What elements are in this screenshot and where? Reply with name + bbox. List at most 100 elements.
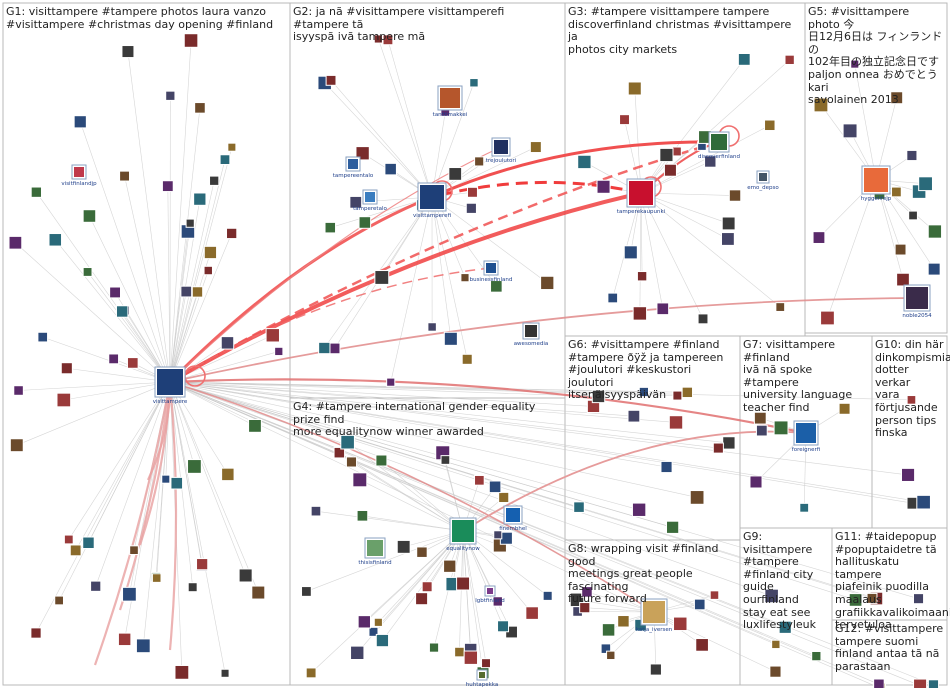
node[interactable] — [56, 392, 72, 408]
node[interactable] — [811, 650, 822, 662]
node[interactable] — [183, 33, 199, 48]
node[interactable] — [896, 272, 910, 287]
node[interactable] — [474, 156, 485, 167]
node[interactable] — [350, 645, 365, 661]
node[interactable] — [916, 494, 931, 510]
node[interactable] — [310, 505, 322, 517]
node[interactable] — [721, 216, 736, 231]
node[interactable] — [728, 189, 742, 202]
node[interactable] — [318, 341, 331, 355]
node[interactable] — [48, 233, 63, 247]
node[interactable] — [443, 331, 458, 346]
node[interactable] — [481, 658, 491, 669]
node[interactable] — [194, 102, 206, 114]
node[interactable] — [30, 186, 43, 198]
node[interactable] — [488, 480, 502, 494]
node[interactable] — [69, 544, 82, 557]
node[interactable] — [764, 588, 779, 604]
node[interactable] — [764, 119, 776, 132]
node[interactable] — [358, 216, 372, 229]
node[interactable] — [324, 221, 337, 234]
node[interactable] — [927, 262, 941, 276]
node[interactable] — [219, 154, 231, 166]
node[interactable] — [82, 267, 93, 277]
node[interactable] — [492, 596, 503, 607]
node[interactable] — [890, 91, 904, 105]
node[interactable] — [443, 559, 457, 573]
node[interactable] — [416, 546, 428, 558]
node[interactable] — [203, 245, 218, 260]
node[interactable] — [170, 476, 184, 490]
node[interactable] — [126, 357, 139, 369]
node[interactable] — [540, 275, 555, 291]
node[interactable] — [238, 568, 253, 583]
node[interactable] — [812, 231, 826, 244]
node[interactable] — [617, 615, 630, 628]
node[interactable] — [627, 81, 642, 96]
node[interactable] — [778, 620, 792, 634]
node-equalitynow[interactable]: equalitynow — [446, 517, 480, 552]
node[interactable] — [456, 576, 471, 591]
node[interactable] — [525, 606, 539, 620]
node[interactable] — [784, 54, 795, 65]
node[interactable] — [906, 395, 917, 405]
node[interactable] — [203, 265, 213, 276]
node[interactable] — [461, 353, 473, 365]
node[interactable] — [579, 602, 591, 614]
node[interactable] — [274, 346, 284, 357]
node[interactable] — [581, 586, 593, 598]
node[interactable] — [340, 434, 355, 450]
node[interactable] — [619, 114, 630, 126]
node[interactable] — [373, 617, 383, 627]
node[interactable] — [668, 415, 684, 430]
node[interactable] — [345, 456, 358, 468]
node[interactable] — [842, 123, 858, 139]
node[interactable] — [357, 615, 371, 629]
node[interactable] — [596, 179, 611, 194]
node-emo_depso[interactable]: emo_depso — [747, 170, 779, 191]
node[interactable] — [704, 155, 717, 168]
node[interactable] — [115, 305, 129, 318]
node[interactable] — [591, 389, 606, 404]
node[interactable] — [356, 509, 369, 522]
node[interactable] — [749, 475, 763, 489]
node[interactable] — [265, 328, 280, 343]
node[interactable] — [753, 411, 767, 425]
node[interactable] — [185, 218, 195, 228]
node[interactable] — [301, 586, 312, 597]
node[interactable] — [221, 467, 235, 482]
node[interactable] — [90, 580, 102, 592]
node[interactable] — [573, 501, 585, 513]
node[interactable] — [251, 585, 266, 600]
node[interactable] — [373, 34, 383, 44]
node[interactable] — [627, 409, 641, 423]
node-visitfinlandjp[interactable]: visitfinlandjp — [61, 164, 97, 187]
node[interactable] — [382, 34, 394, 46]
node[interactable] — [463, 650, 479, 665]
node[interactable] — [493, 530, 503, 540]
node[interactable] — [368, 626, 379, 637]
node[interactable] — [82, 209, 97, 223]
node[interactable] — [82, 536, 95, 550]
node[interactable] — [838, 402, 851, 415]
node[interactable] — [196, 558, 209, 571]
node[interactable] — [666, 520, 680, 534]
node[interactable] — [656, 302, 670, 316]
node[interactable] — [773, 420, 789, 436]
node[interactable] — [440, 455, 451, 465]
node[interactable] — [638, 386, 650, 398]
node[interactable] — [460, 273, 470, 283]
node[interactable] — [671, 146, 682, 157]
node[interactable] — [374, 270, 390, 285]
node[interactable] — [631, 502, 647, 517]
node-tanttimakkei[interactable]: tanttimakkei — [433, 85, 468, 118]
node[interactable] — [129, 545, 139, 556]
node[interactable] — [73, 115, 87, 129]
node[interactable] — [695, 638, 709, 652]
node[interactable] — [848, 593, 863, 607]
node[interactable] — [913, 593, 925, 605]
node[interactable] — [60, 362, 73, 375]
node[interactable] — [352, 472, 368, 488]
node[interactable] — [220, 336, 235, 350]
node[interactable] — [850, 59, 860, 69]
